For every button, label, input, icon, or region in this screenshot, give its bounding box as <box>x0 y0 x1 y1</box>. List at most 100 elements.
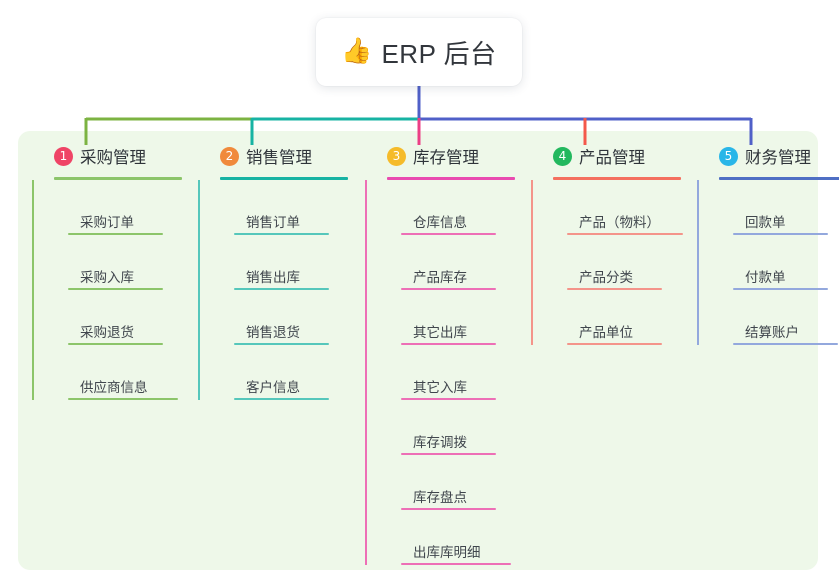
branch-items-1: 采购订单 采购入库 采购退货 供应商信息 <box>32 180 182 400</box>
list-item[interactable]: 产品分类 <box>567 235 681 290</box>
leaf-label: 仓库信息 <box>413 215 467 230</box>
branch-badge-1: 1 <box>54 146 73 166</box>
list-item[interactable]: 产品（物料） <box>567 180 683 235</box>
leaf-label: 产品单位 <box>579 325 633 340</box>
list-item[interactable]: 结算账户 <box>733 290 839 345</box>
leaf-underline <box>401 343 496 345</box>
list-item[interactable]: 回款单 <box>733 180 839 235</box>
list-item[interactable]: 采购退货 <box>68 290 182 345</box>
leaf-label: 采购订单 <box>80 215 134 230</box>
thumbs-up-icon: 👍 <box>341 36 373 65</box>
page-title: ERP 后台 <box>381 38 497 69</box>
list-item[interactable]: 采购订单 <box>68 180 182 235</box>
list-item[interactable]: 销售退货 <box>234 290 348 345</box>
branch-spine-1 <box>32 180 34 400</box>
leaf-underline <box>401 453 496 455</box>
branch-column-2[interactable]: 2 销售管理 销售订单 销售出库 销售退货 客户信息 <box>198 143 348 400</box>
leaf-underline <box>68 343 163 345</box>
leaf-label: 产品分类 <box>579 270 633 285</box>
list-item[interactable]: 其它入库 <box>401 345 515 400</box>
branch-underline-2 <box>220 177 348 180</box>
leaf-underline <box>401 288 496 290</box>
list-item[interactable]: 库存盘点 <box>401 455 515 510</box>
leaf-underline <box>567 288 662 290</box>
leaf-underline <box>234 288 329 290</box>
leaf-underline <box>401 233 496 235</box>
leaf-label: 其它出库 <box>413 325 467 340</box>
branch-underline-3 <box>387 177 515 180</box>
branch-header-5[interactable]: 5 财务管理 <box>697 143 839 169</box>
branch-title-1: 采购管理 <box>80 149 146 167</box>
list-item[interactable]: 产品库存 <box>401 235 515 290</box>
leaf-label: 回款单 <box>745 215 786 230</box>
leaf-underline <box>733 233 828 235</box>
branch-header-4[interactable]: 4 产品管理 <box>531 143 681 169</box>
leaf-label: 销售退货 <box>246 325 300 340</box>
leaf-label: 销售订单 <box>246 215 300 230</box>
branch-underline-5 <box>719 177 839 180</box>
leaf-label: 客户信息 <box>246 380 300 395</box>
list-item[interactable]: 采购入库 <box>68 235 182 290</box>
leaf-underline <box>234 343 329 345</box>
branch-badge-4: 4 <box>553 146 572 166</box>
leaf-label: 库存调拨 <box>413 435 467 450</box>
branch-badge-5: 5 <box>719 146 738 166</box>
branch-spine-4 <box>531 180 533 345</box>
leaf-label: 采购退货 <box>80 325 134 340</box>
leaf-label: 结算账户 <box>745 325 799 340</box>
leaf-label: 出库库明细 <box>413 545 481 560</box>
list-item[interactable]: 销售出库 <box>234 235 348 290</box>
list-item[interactable]: 其它出库 <box>401 290 515 345</box>
branch-title-3: 库存管理 <box>413 149 479 167</box>
branch-column-3[interactable]: 3 库存管理 仓库信息 产品库存 其它出库 其它入库 库存调拨 <box>365 143 515 565</box>
branch-items-3: 仓库信息 产品库存 其它出库 其它入库 库存调拨 库存盘点 <box>365 180 515 565</box>
branch-underline-4 <box>553 177 681 180</box>
branch-column-5[interactable]: 5 财务管理 回款单 付款单 结算账户 <box>697 143 839 345</box>
leaf-label: 采购入库 <box>80 270 134 285</box>
list-item[interactable]: 供应商信息 <box>68 345 182 400</box>
leaf-underline <box>401 398 496 400</box>
branch-items-5: 回款单 付款单 结算账户 <box>697 180 839 345</box>
leaf-label: 付款单 <box>745 270 786 285</box>
list-item[interactable]: 付款单 <box>733 235 839 290</box>
leaf-underline <box>68 288 163 290</box>
branch-badge-3: 3 <box>387 146 406 166</box>
leaf-underline <box>234 233 329 235</box>
branch-items-2: 销售订单 销售出库 销售退货 客户信息 <box>198 180 348 400</box>
branch-header-1[interactable]: 1 采购管理 <box>32 143 182 169</box>
leaf-label: 产品库存 <box>413 270 467 285</box>
leaf-underline <box>733 343 838 345</box>
branch-title-4: 产品管理 <box>579 149 645 167</box>
leaf-underline <box>567 343 662 345</box>
list-item[interactable]: 仓库信息 <box>401 180 515 235</box>
leaf-label: 产品（物料） <box>579 215 660 230</box>
branch-header-3[interactable]: 3 库存管理 <box>365 143 515 169</box>
leaf-label: 销售出库 <box>246 270 300 285</box>
list-item[interactable]: 销售订单 <box>234 180 348 235</box>
branch-header-2[interactable]: 2 销售管理 <box>198 143 348 169</box>
branch-column-1[interactable]: 1 采购管理 采购订单 采购入库 采购退货 供应商信息 <box>32 143 182 400</box>
branch-spine-2 <box>198 180 200 400</box>
list-item[interactable]: 库存调拨 <box>401 400 515 455</box>
list-item[interactable]: 客户信息 <box>234 345 348 400</box>
leaf-label: 库存盘点 <box>413 490 467 505</box>
branch-spine-5 <box>697 180 699 345</box>
branch-badge-2: 2 <box>220 146 239 166</box>
leaf-underline <box>733 288 828 290</box>
leaf-underline <box>567 233 683 235</box>
branch-column-4[interactable]: 4 产品管理 产品（物料） 产品分类 产品单位 <box>531 143 683 345</box>
root-node[interactable]: 👍 ERP 后台 <box>316 18 522 86</box>
leaf-label: 供应商信息 <box>80 380 148 395</box>
leaf-underline <box>234 398 329 400</box>
list-item[interactable]: 出库库明细 <box>401 510 515 565</box>
branch-underline-1 <box>54 177 182 180</box>
branch-spine-3 <box>365 180 367 565</box>
branches-panel <box>18 131 818 570</box>
branch-title-5: 财务管理 <box>745 149 811 167</box>
leaf-underline <box>401 508 496 510</box>
branch-items-4: 产品（物料） 产品分类 产品单位 <box>531 180 683 345</box>
list-item[interactable]: 产品单位 <box>567 290 681 345</box>
branch-title-2: 销售管理 <box>246 149 312 167</box>
leaf-underline <box>68 233 163 235</box>
